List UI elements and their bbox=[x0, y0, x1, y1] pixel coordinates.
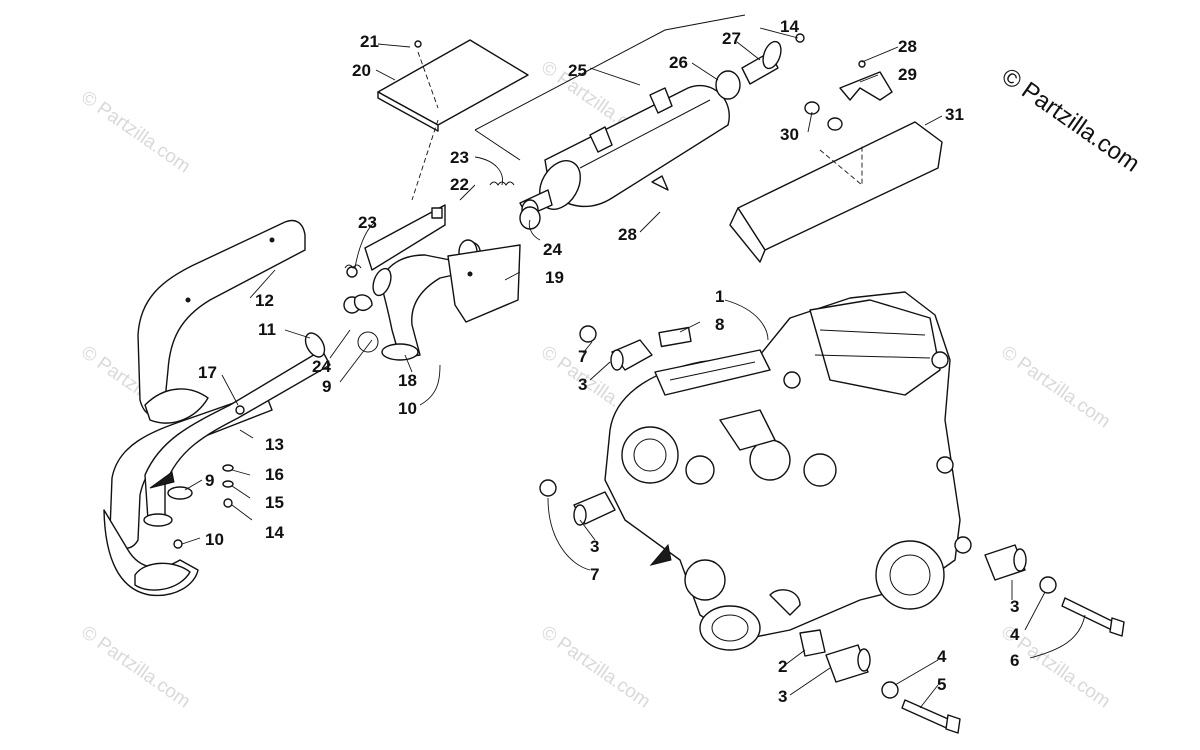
decal-8 bbox=[658, 326, 692, 348]
callout-22: 22 bbox=[450, 175, 469, 194]
mount-bracket-22 bbox=[364, 204, 446, 271]
callout-28: 28 bbox=[618, 225, 637, 244]
callout-18: 18 bbox=[398, 371, 417, 390]
callout-3: 3 bbox=[578, 375, 587, 394]
exhaust-fasteners-left bbox=[167, 266, 361, 549]
callout-9: 9 bbox=[322, 377, 331, 396]
heat-shield-20 bbox=[377, 39, 529, 201]
callout-16: 16 bbox=[265, 465, 284, 484]
callout-5: 5 bbox=[937, 675, 946, 694]
callout-27: 27 bbox=[722, 29, 741, 48]
callout-4: 4 bbox=[1010, 625, 1020, 644]
callout-15: 15 bbox=[265, 493, 284, 512]
callout-12: 12 bbox=[255, 291, 274, 310]
callout-4: 4 bbox=[937, 647, 947, 666]
callout-30: 30 bbox=[780, 125, 799, 144]
leader-lines bbox=[181, 27, 1086, 709]
callout-13: 13 bbox=[265, 435, 284, 454]
callout-7: 7 bbox=[590, 565, 599, 584]
watermark-text: © Partzilla.com bbox=[77, 87, 194, 178]
arrow-marker-icon bbox=[649, 543, 672, 566]
callout-28: 28 bbox=[898, 37, 917, 56]
callout-3: 3 bbox=[590, 537, 599, 556]
watermark-text: © Partzilla.com bbox=[997, 342, 1114, 433]
callout-29: 29 bbox=[898, 65, 917, 84]
callout-20: 20 bbox=[352, 61, 371, 80]
callout-3: 3 bbox=[778, 687, 787, 706]
callout-23: 23 bbox=[358, 213, 377, 232]
copyright-label: © Partzilla.com bbox=[997, 63, 1145, 178]
callout-19: 19 bbox=[545, 268, 564, 287]
callout-25: 25 bbox=[568, 61, 587, 80]
callout-14: 14 bbox=[780, 17, 799, 36]
callout-8: 8 bbox=[715, 315, 724, 334]
springs bbox=[344, 181, 515, 269]
callout-10: 10 bbox=[205, 530, 224, 549]
callout-24: 24 bbox=[312, 357, 331, 376]
callout-11: 11 bbox=[258, 320, 276, 339]
callout-9: 9 bbox=[205, 471, 214, 490]
callout-6: 6 bbox=[1010, 651, 1019, 670]
arrow-marker-icon bbox=[149, 471, 175, 489]
watermark-text: © Partzilla.com bbox=[77, 622, 194, 713]
header-pipe bbox=[143, 332, 331, 527]
muffler bbox=[474, 14, 746, 221]
shield-bracket-29 bbox=[804, 60, 893, 131]
exhaust-heat-shield-upper bbox=[137, 219, 306, 424]
callout-14: 14 bbox=[265, 523, 284, 542]
muffler-heat-shield-31 bbox=[729, 121, 943, 263]
engine-assembly bbox=[604, 291, 961, 651]
callout-24: 24 bbox=[543, 240, 562, 259]
callout-2: 2 bbox=[778, 657, 787, 676]
callout-26: 26 bbox=[669, 53, 688, 72]
muffler-outlet bbox=[519, 33, 805, 230]
watermark-text: © Partzilla.com bbox=[537, 622, 654, 713]
callout-17: 17 bbox=[198, 363, 217, 382]
callout-21: 21 bbox=[360, 32, 379, 51]
callout-labels: 21 20 14 27 26 25 28 29 30 31 23 22 28 2… bbox=[198, 17, 1020, 706]
callout-23: 23 bbox=[450, 148, 469, 167]
callout-31: 31 bbox=[945, 105, 964, 124]
callout-7: 7 bbox=[578, 347, 587, 366]
mount-bracket-19 bbox=[447, 244, 521, 323]
callout-3: 3 bbox=[1010, 597, 1019, 616]
engine-mounts bbox=[539, 325, 1125, 734]
callout-10: 10 bbox=[398, 399, 417, 418]
callout-1: 1 bbox=[715, 287, 724, 306]
